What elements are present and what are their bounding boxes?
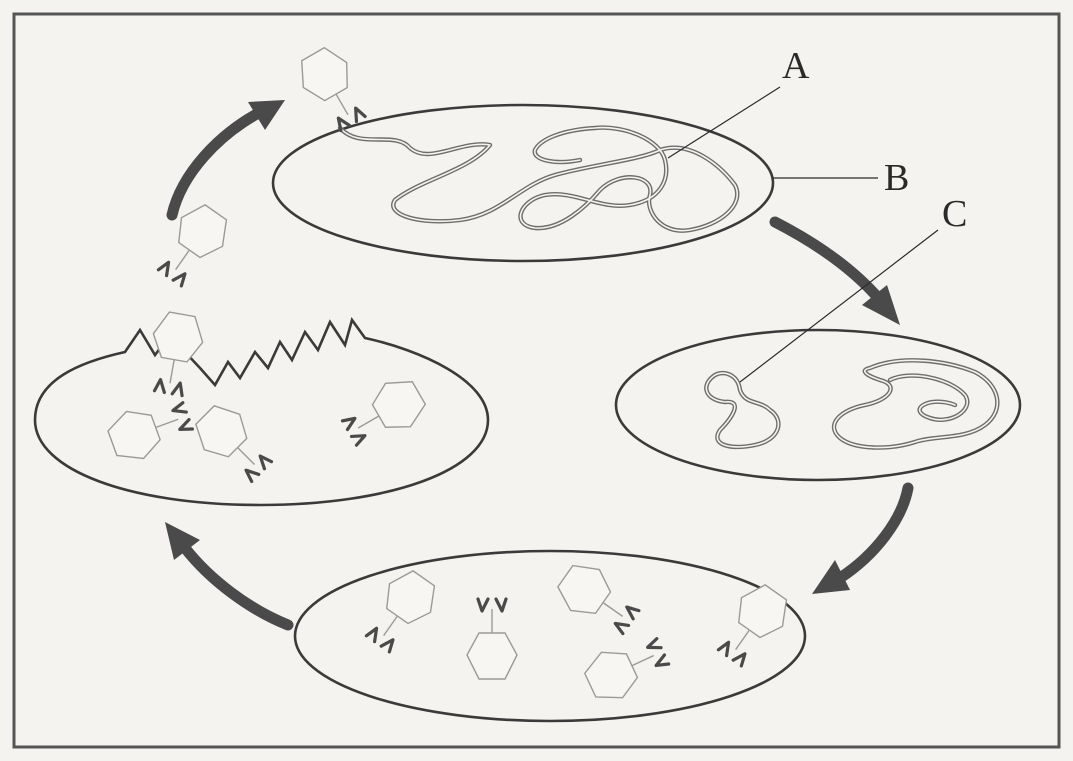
phage-bottom-1 — [357, 564, 444, 658]
phage-bottom-2 — [467, 599, 517, 679]
phage-bottom-5 — [709, 578, 796, 672]
label-b: B — [884, 157, 909, 199]
attached-phage — [291, 42, 374, 136]
bacterial-chromosome — [340, 128, 737, 231]
label-c: C — [942, 193, 967, 235]
phage-lysis-3 — [337, 371, 431, 454]
label-a: A — [782, 45, 810, 87]
phage-lysis-2 — [187, 397, 279, 489]
cell-membrane-bottom — [295, 551, 805, 721]
cell-membrane-top — [273, 105, 773, 261]
cell-membrane-right — [616, 330, 1020, 480]
viral-dna-cluster-right — [834, 360, 997, 447]
phage-bottom-3 — [551, 556, 645, 643]
phage-released — [149, 198, 236, 292]
phage-lysis-1 — [104, 392, 196, 466]
arrow-bottom-to-left — [165, 522, 288, 625]
cell-replicating — [616, 330, 1020, 480]
cell-lysis — [35, 310, 488, 505]
cell-assembly — [295, 551, 805, 721]
phage-bottom-4 — [580, 629, 674, 708]
arrow-right-to-bottom — [812, 488, 908, 594]
arrow-left-to-top — [172, 100, 285, 215]
cell-infected — [273, 42, 773, 261]
